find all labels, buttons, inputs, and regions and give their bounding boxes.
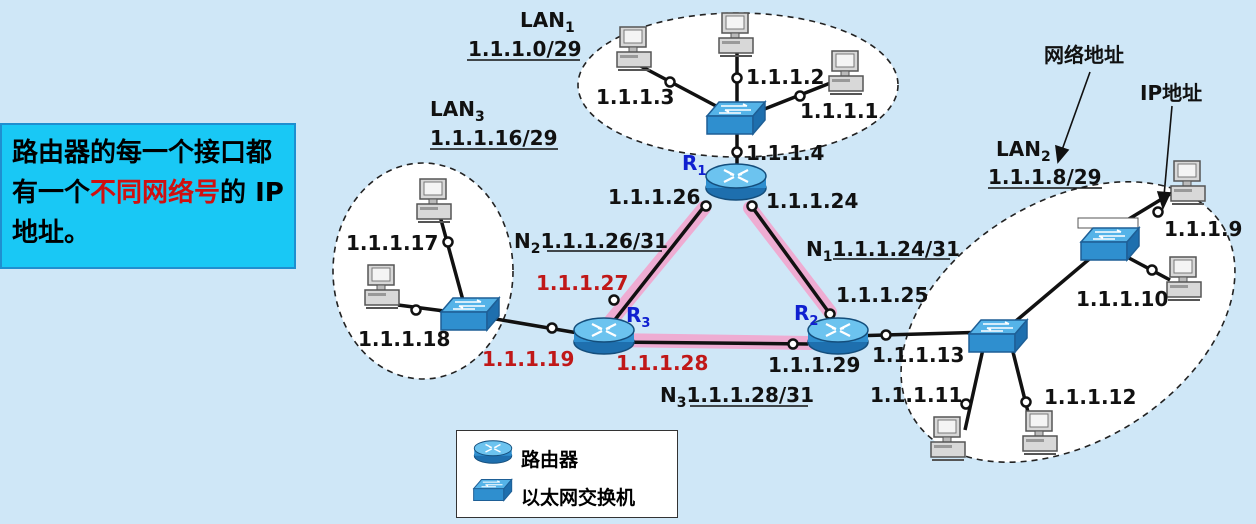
lan3-network: 1.1.1.16/29 [430,126,558,150]
r2-label: R2 [794,301,818,329]
router-r3 [572,316,636,356]
interface-dots [410,72,1164,410]
lan1-network: 1.1.1.0/29 [468,37,582,61]
legend-switch-icon [473,478,513,502]
addr-1-1-1-12: 1.1.1.12 [1044,385,1136,409]
addr-1-1-1-17: 1.1.1.17 [346,231,438,255]
switch-lan3 [440,297,500,331]
addr-1-1-1-4: 1.1.1.4 [746,141,824,165]
addr-1-1-1-29: 1.1.1.29 [768,353,860,377]
network-address-annotation: 网络地址 [1044,43,1124,67]
addr-1-1-1-18: 1.1.1.18 [358,327,450,351]
explanation-callout: 路由器的每一个接口都有一个不同网络号的 IP 地址。 [0,123,296,269]
network-underlines [430,59,1102,407]
lan1-name: LAN1 [520,8,575,36]
addr-1-1-1-27: 1.1.1.27 [536,271,628,295]
lan2-ellipse [900,180,1236,464]
n3-label: N31.1.1.28/31 [660,383,814,411]
addr-1-1-1-25: 1.1.1.25 [836,283,928,307]
annotation-arrows [1055,71,1173,211]
switch-lan2-edge [968,319,1028,353]
r3-label: R3 [626,303,650,331]
addr-1-1-1-24: 1.1.1.24 [766,189,858,213]
legend-router-icon [473,440,513,464]
addr-1-1-1-28: 1.1.1.28 [616,351,708,375]
router-r1 [704,162,768,202]
lan2-network: 1.1.1.8/29 [988,165,1102,189]
legend: 路由器 以太网交换机 [456,430,678,518]
r1-label: R1 [682,151,706,179]
callout-text-2: 的 IP 地址。 [12,178,284,248]
ip-address-annotation: IP地址 [1140,81,1202,105]
addr-1-1-1-10: 1.1.1.10 [1076,287,1168,311]
switch-lan1 [706,101,766,135]
addr-1-1-1-11: 1.1.1.11 [870,383,962,407]
callout-highlight: 不同网络号 [90,178,221,208]
addr-1-1-1-1: 1.1.1.1 [800,99,878,123]
addr-1-1-1-26: 1.1.1.26 [608,185,700,209]
addr-1-1-1-9: 1.1.1.9 [1164,217,1242,241]
addr-1-1-1-3: 1.1.1.3 [596,85,674,109]
switch-lan2-inner [1077,217,1140,261]
lan3-name: LAN3 [430,97,485,125]
addr-1-1-1-13: 1.1.1.13 [872,343,964,367]
legend-router-label: 路由器 [521,449,579,471]
addr-1-1-1-19: 1.1.1.19 [482,347,574,371]
addr-1-1-1-2: 1.1.1.2 [746,65,824,89]
legend-switch-label: 以太网交换机 [521,487,636,509]
lan2-name: LAN2 [996,137,1051,165]
n1-label: N11.1.1.24/31 [806,237,960,265]
callout-text-1: 路由器的每一个接口都有一个 [12,138,273,208]
legend-icons [473,440,513,502]
n2-label: N21.1.1.26/31 [514,229,668,257]
